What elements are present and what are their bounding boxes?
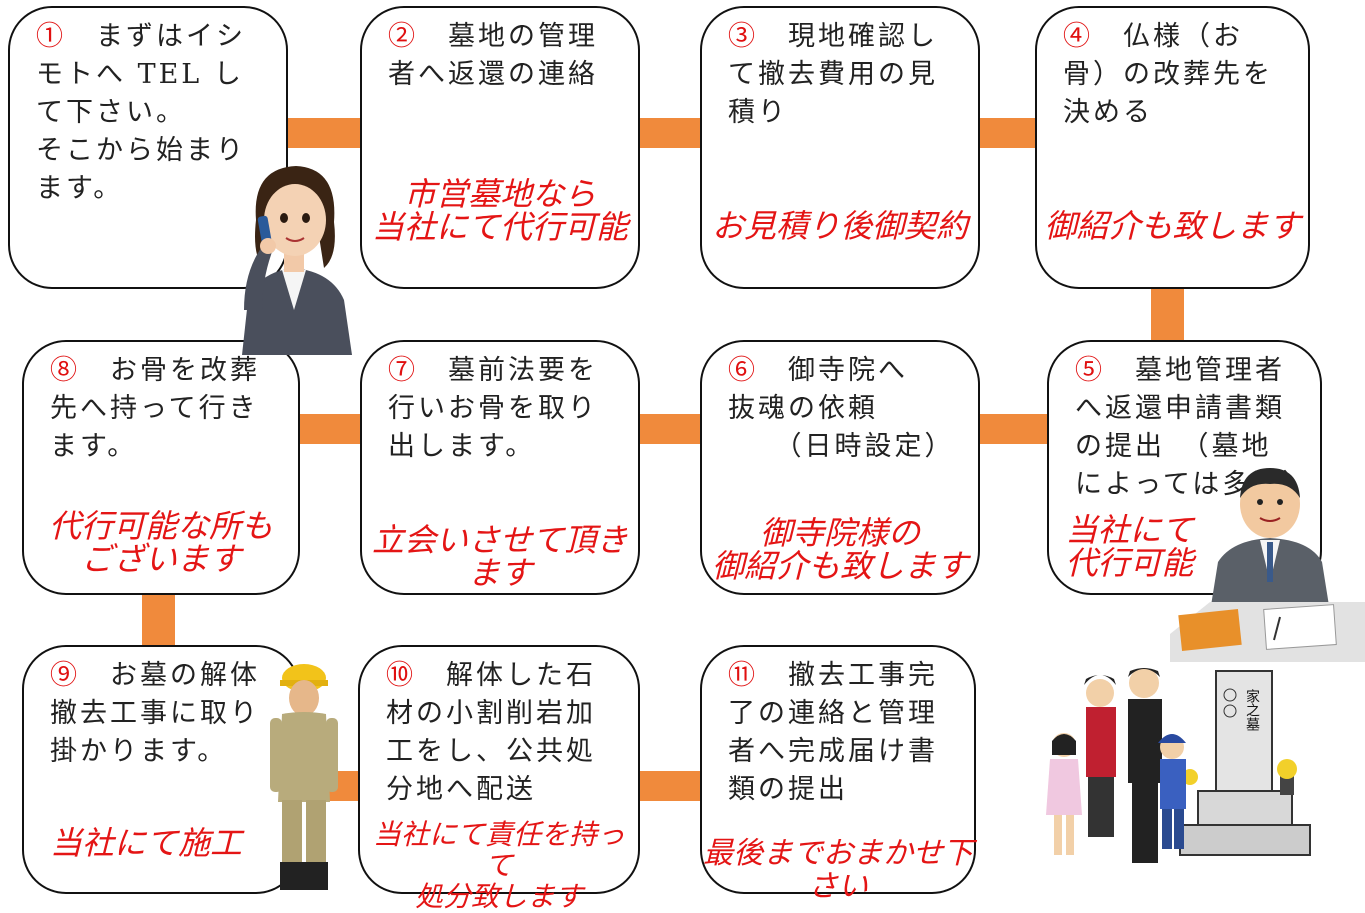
step-11-text: ⑪ 撤去工事完了の連絡と管理者へ完成届け書類の提出	[728, 660, 938, 805]
connector-5-6	[973, 414, 1051, 444]
step-7-box: ⑦ 墓前法要を行いお骨を取り出します。 立会いさせて頂きます	[360, 340, 640, 595]
step-8-note: 代行可能な所も ございます	[48, 507, 273, 578]
woman-on-phone-illustration	[242, 166, 352, 355]
step-4-note: 御紹介も致します	[1044, 207, 1301, 245]
connector-2-3	[636, 118, 706, 148]
step-6-box: ⑥ 御寺院へ 抜魂の依頼 （日時設定） 御寺院様の 御紹介も致します	[700, 340, 980, 595]
step-9-box: ⑨ お墓の解体撤去工事に取り掛かります。 当社にて施工	[22, 645, 300, 894]
step-4-box: ④ 仏様（お骨）の改葬先を決める 御紹介も致します	[1035, 6, 1310, 289]
grave-inscription: 家之墓	[1244, 688, 1260, 731]
step-3-box: ③ 現地確認して撤去費用の見積り お見積り後御契約	[700, 6, 980, 289]
step-10-text: ⑩ 解体した石材の小割削岩加工をし、公共処分地へ配送	[386, 660, 596, 805]
connector-10-11	[632, 771, 706, 801]
step-6-note: 御寺院様の 御紹介も致します	[711, 514, 968, 585]
connector-3-4	[975, 118, 1039, 148]
construction-worker-illustration	[270, 664, 338, 890]
connector-8-9	[142, 592, 175, 652]
step-9-text: ⑨ お墓の解体撤去工事に取り掛かります。	[50, 660, 260, 767]
step-8-text: ⑧ お骨を改葬先へ持って行きます。	[50, 355, 260, 462]
step-5-box: ⑤ 墓地管理者へ返還申請書類の提出 （墓地によっては多数） 当社にて 代行可能	[1047, 340, 1322, 595]
step-1-box: ① まずはイシモトへ TEL して下さい。 そこから始まります。	[8, 6, 288, 289]
connector-7-8	[296, 414, 366, 444]
step-8-box: ⑧ お骨を改葬先へ持って行きます。 代行可能な所も ございます	[22, 340, 300, 595]
step-10-box: ⑩ 解体した石材の小割削岩加工をし、公共処分地へ配送 当社にて責任を持って 処分…	[358, 645, 640, 912]
step-7-note: 立会いさせて頂きます	[371, 521, 628, 592]
step-3-text: ③ 現地確認して撤去費用の見積り	[728, 21, 938, 128]
step-11-box: ⑪ 撤去工事完了の連絡と管理者へ完成届け書類の提出 最後までおまかせ下さい	[700, 645, 976, 903]
step-4-text: ④ 仏様（お骨）の改葬先を決める	[1063, 21, 1273, 128]
step-9-note: 当社にて施工	[49, 824, 242, 862]
family-at-grave-illustration: 家之墓	[1046, 668, 1311, 863]
connector-4-5	[1151, 283, 1184, 341]
step-2-note: 市営墓地なら 当社にて代行可能	[371, 175, 628, 246]
connector-6-7	[636, 414, 706, 444]
businessman-at-desk-illustration	[1170, 468, 1365, 662]
step-7-text: ⑦ 墓前法要を行いお骨を取り出します。	[388, 355, 598, 462]
step-2-text: ② 墓地の管理者へ返還の連絡	[388, 21, 598, 90]
step-1-text: ① まずはイシモトへ TEL して下さい。 そこから始まります。	[36, 21, 246, 204]
step-3-note: お見積り後御契約	[711, 207, 968, 245]
step-2-box: ② 墓地の管理者へ返還の連絡 市営墓地なら 当社にて代行可能	[360, 6, 640, 289]
step-5-note: 当社にて 代行可能	[1065, 511, 1194, 582]
step-6-text: ⑥ 御寺院へ 抜魂の依頼 （日時設定）	[728, 355, 955, 462]
step-10-note: 当社にて責任を持って 処分致します	[372, 818, 625, 913]
step-11-note: 最後までおまかせ下さい	[703, 836, 973, 904]
connector-1-2	[284, 118, 366, 148]
